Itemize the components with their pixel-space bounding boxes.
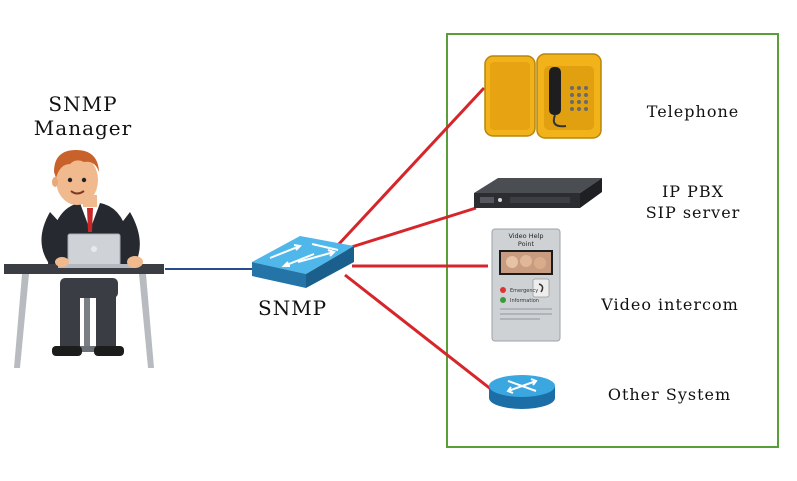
video-intercom-icon: Video Help Point Emergency Information: [491, 228, 561, 342]
telephone-icon: [484, 53, 602, 139]
link-pbx: [341, 206, 477, 252]
laptop-icon: [55, 233, 143, 268]
switch-label: SNMP: [258, 296, 328, 320]
intercom-title-line2: Point: [518, 240, 535, 248]
ip-pbx-label-line1: IP PBX: [661, 182, 725, 201]
intercom-information-label: Information: [510, 298, 539, 304]
link-telephone: [336, 86, 486, 247]
intercom-emergency-label: Emergency: [510, 288, 538, 294]
intercom-title-line1: Video Help: [508, 232, 543, 240]
manager-label: SNMP Manager: [28, 92, 138, 140]
link-other: [344, 273, 493, 392]
video-intercom-label: Video intercom: [601, 295, 739, 314]
other-system-label: Other System: [607, 385, 732, 404]
ip-pbx-server-icon: [474, 178, 602, 208]
network-switch-icon: [252, 236, 354, 288]
desk-icon: [4, 264, 164, 368]
connection-lines: [165, 86, 493, 392]
manager-label-line1: SNMP: [48, 92, 118, 116]
ip-pbx-label: IP PBX SIP server: [628, 181, 758, 223]
router-icon: [489, 375, 555, 409]
ip-pbx-label-line2: SIP server: [645, 203, 741, 222]
device-group-frame: [446, 33, 779, 448]
telephone-label: Telephone: [646, 102, 740, 121]
manager-label-line2: Manager: [33, 116, 133, 140]
